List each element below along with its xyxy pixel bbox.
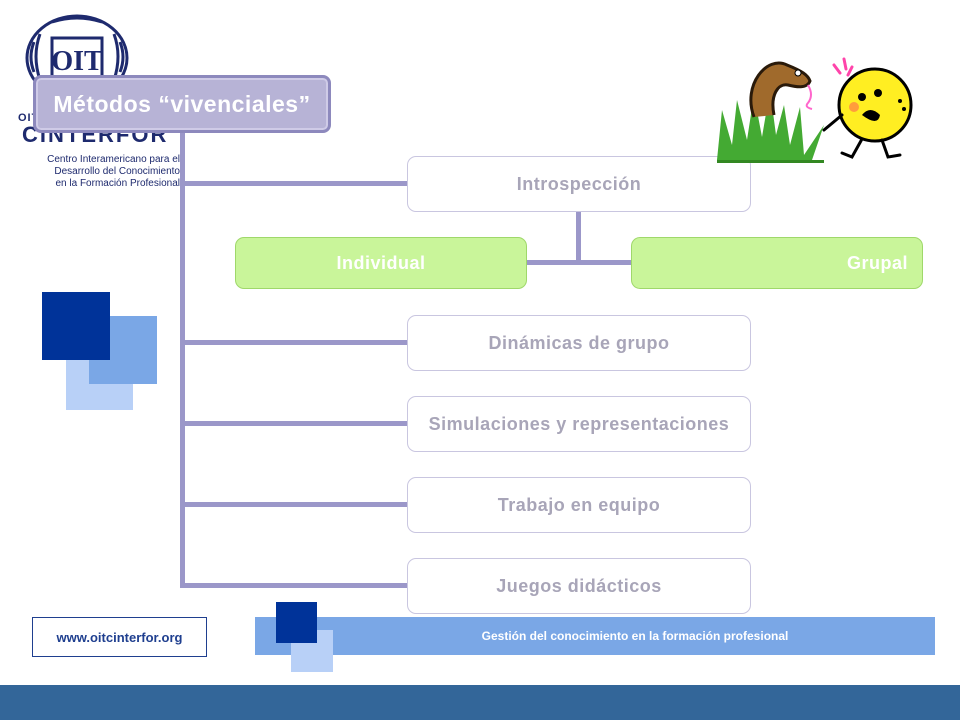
tree-trunk-line: [180, 130, 185, 588]
subtree-bar-line: [526, 260, 632, 265]
footer-band-text: Gestión del conocimiento en la formación…: [481, 629, 789, 643]
subtree-stem-line: [576, 211, 581, 263]
website-link[interactable]: www.oitcinterfor.org: [32, 617, 207, 657]
tree-branch-line: [180, 181, 408, 186]
node-individual: Individual: [235, 237, 527, 289]
logo-caption: Centro Interamericano para el Desarrollo…: [18, 154, 180, 190]
node-trabajo-en-equipo: Trabajo en equipo: [407, 477, 751, 533]
node-grupal: Grupal: [631, 237, 923, 289]
svg-text:OIT: OIT: [51, 46, 103, 77]
logo-caption-line: en la Formación Profesional: [55, 178, 180, 189]
tree-branch-line: [180, 340, 408, 345]
footer-band: Gestión del conocimiento en la formación…: [255, 617, 935, 655]
node-simulaciones: Simulaciones y representaciones: [407, 396, 751, 452]
node-dinamicas-de-grupo: Dinámicas de grupo: [407, 315, 751, 371]
title-box: Métodos “vivenciales”: [33, 75, 331, 133]
footer-square-dark: [276, 602, 317, 643]
tree-branch-line: [180, 502, 408, 507]
bottom-bar: [0, 685, 960, 720]
page-title: Métodos “vivenciales”: [53, 90, 311, 117]
tree-branch-line: [180, 583, 408, 588]
logo-caption-line: Desarrollo del Conocimiento: [54, 166, 180, 177]
logo-caption-line: Centro Interamericano para el: [47, 154, 180, 165]
tree-branch-line: [180, 421, 408, 426]
snake-and-scared-face-icon: [717, 57, 913, 163]
deco-square-dark: [42, 292, 110, 360]
website-url[interactable]: www.oitcinterfor.org: [56, 629, 183, 645]
node-juegos-didacticos: Juegos didácticos: [407, 558, 751, 614]
node-introspeccion: Introspección: [407, 156, 751, 212]
